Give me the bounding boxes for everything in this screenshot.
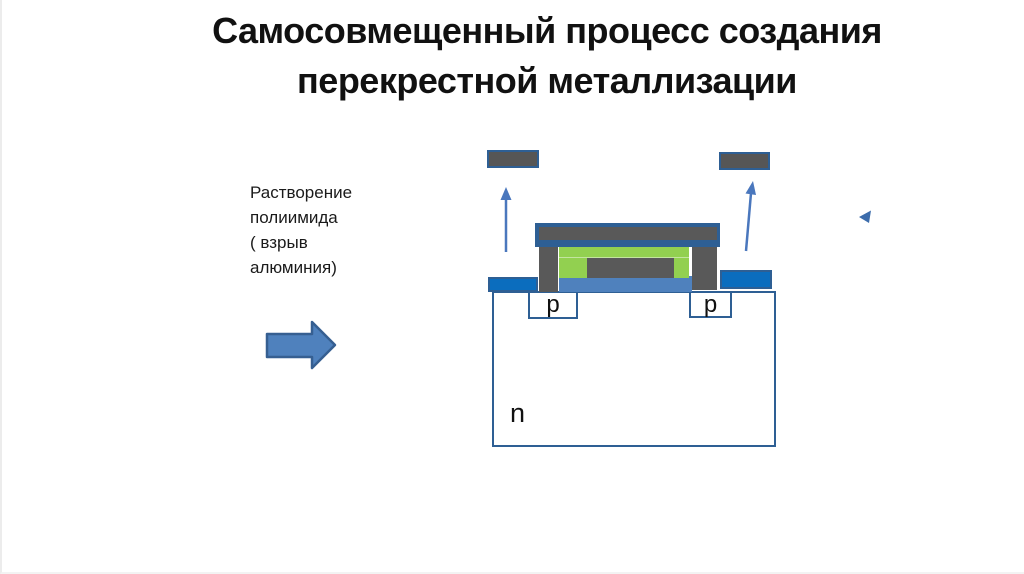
oxide-bar-right (720, 270, 772, 289)
process-step-caption: Растворение полиимида ( взрыв алюминия) (250, 183, 353, 277)
oxide-bar-left (488, 277, 538, 292)
small-left-triangle-icon (859, 210, 871, 223)
right-block-arrow-icon (265, 320, 337, 370)
p-well-right-label: p (703, 290, 718, 318)
slide-title: Самосовмещенный процесс создания перекре… (87, 6, 1007, 106)
up-arrow-right-shaft (744, 192, 753, 252)
slide-title-line2: перекрестной металлизации (297, 60, 797, 101)
up-arrow-left-head-icon (500, 187, 512, 200)
metal-pillar-right (692, 247, 717, 290)
slide-title-line1: Самосовмещенный процесс создания (212, 10, 882, 51)
polyimide-seam (559, 257, 689, 258)
right-block-arrow-shape (265, 320, 337, 370)
p-well-left: p (528, 291, 578, 319)
metal-cap (535, 223, 720, 247)
liftoff-piece-left (487, 150, 539, 168)
metal-pillar-left (539, 247, 558, 292)
polyimide-gap (689, 247, 692, 273)
up-arrow-right-head-icon (745, 181, 756, 195)
p-well-right: p (689, 291, 732, 318)
metal-cap-core (539, 227, 717, 240)
liftoff-piece-right (719, 152, 770, 170)
via-layer-center (559, 276, 692, 292)
substrate-n-label: n (510, 398, 526, 428)
p-well-left-label: p (546, 291, 560, 318)
metal-line-inner (587, 258, 674, 278)
